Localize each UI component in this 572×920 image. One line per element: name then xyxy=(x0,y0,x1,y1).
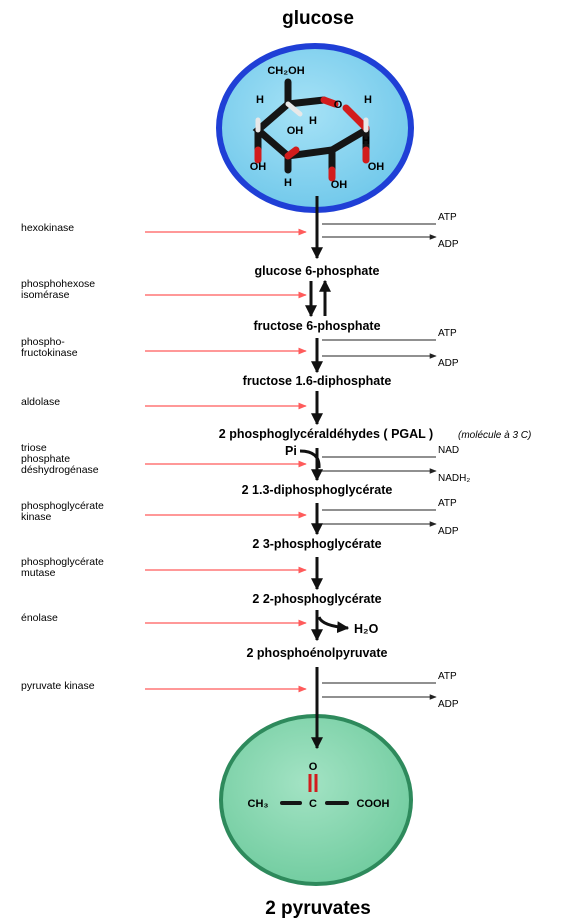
metabolite-label: 2 1.3-diphosphoglycérate xyxy=(242,483,393,497)
h-label: H xyxy=(256,94,264,106)
glucose-hydrogen-bonds xyxy=(255,101,369,133)
pathway: glucose 6-phosphate fructose 6-phosphate f… xyxy=(219,196,531,750)
metabolite-label: fructose 1.6-diphosphate xyxy=(243,374,392,388)
cofactor-out-label: ADP xyxy=(438,358,459,369)
enzyme-label: énolase xyxy=(21,612,58,624)
pgal-note: (molécule à 3 C) xyxy=(458,430,531,441)
enzyme-label: aldolase xyxy=(21,396,60,408)
cofactor-out-label: ADP xyxy=(438,526,459,537)
metabolite-label: 2 3-phosphoglycérate xyxy=(252,537,381,551)
glucose-molecule: CH₂OH O H H H H H OH OH OH OH xyxy=(216,43,414,213)
cofactor-out-label: ADP xyxy=(438,239,459,250)
cofactor-out-label: NADH₂ xyxy=(438,473,470,484)
enzyme-label: hexokinase xyxy=(21,222,74,234)
pyruvate-carbon-label: C xyxy=(309,798,317,810)
ch2oh-label: CH₂OH xyxy=(267,65,304,77)
cofactor-in-label: NAD xyxy=(438,445,459,456)
water-label: H₂O xyxy=(354,622,379,636)
metabolite-label: 2 phosphoénolpyruvate xyxy=(247,646,388,660)
cofactor-in-label: ATP xyxy=(438,498,457,509)
pyruvate-double-bond xyxy=(308,774,318,792)
cofactor-in-label: ATP xyxy=(438,671,457,682)
glucose-circle xyxy=(216,43,414,213)
metabolite-label: 2 phosphoglycéraldéhydes ( PGAL ) xyxy=(219,427,433,441)
oh-label: OH xyxy=(331,179,348,191)
title-glucose: glucose xyxy=(282,8,354,29)
glucose-oxygen-bonds xyxy=(254,96,370,182)
ring-oxygen-label: O xyxy=(334,99,343,111)
h-label: H xyxy=(284,177,292,189)
enzyme-label: pyruvate kinase xyxy=(21,680,95,692)
cofactor-in-label: ATP xyxy=(438,212,457,223)
h-label: H xyxy=(364,94,372,106)
pyruvate-molecule: O C CH₃ COOH xyxy=(219,714,413,886)
ch3-label: CH₃ xyxy=(248,798,269,810)
metabolite-label: fructose 6-phosphate xyxy=(253,319,380,333)
pi-curve xyxy=(299,449,321,469)
h-label: H xyxy=(309,115,317,127)
cooh-label: COOH xyxy=(357,798,390,810)
metabolite-label: 2 2-phosphoglycérate xyxy=(252,592,381,606)
oh-label: OH xyxy=(250,161,267,173)
metabolite-label: glucose 6-phosphate xyxy=(254,264,379,278)
cofactor-out-label: ADP xyxy=(438,699,459,710)
cofactor-list: ATP ADP ATP ADP NAD NADH₂ ATP ADP ATP ADP xyxy=(322,212,470,710)
cofactor-in-label: ATP xyxy=(438,328,457,339)
title-pyruvates: 2 pyruvates xyxy=(265,898,371,919)
water-release-arrow xyxy=(317,616,350,634)
pi-label: Pi xyxy=(285,444,297,458)
pyruvate-oxygen-label: O xyxy=(309,761,318,773)
oh-label: OH xyxy=(368,161,385,173)
enzyme-label: phospho-fructokinase xyxy=(21,336,78,359)
oh-label: OH xyxy=(287,125,304,137)
h-label: H xyxy=(362,135,370,147)
